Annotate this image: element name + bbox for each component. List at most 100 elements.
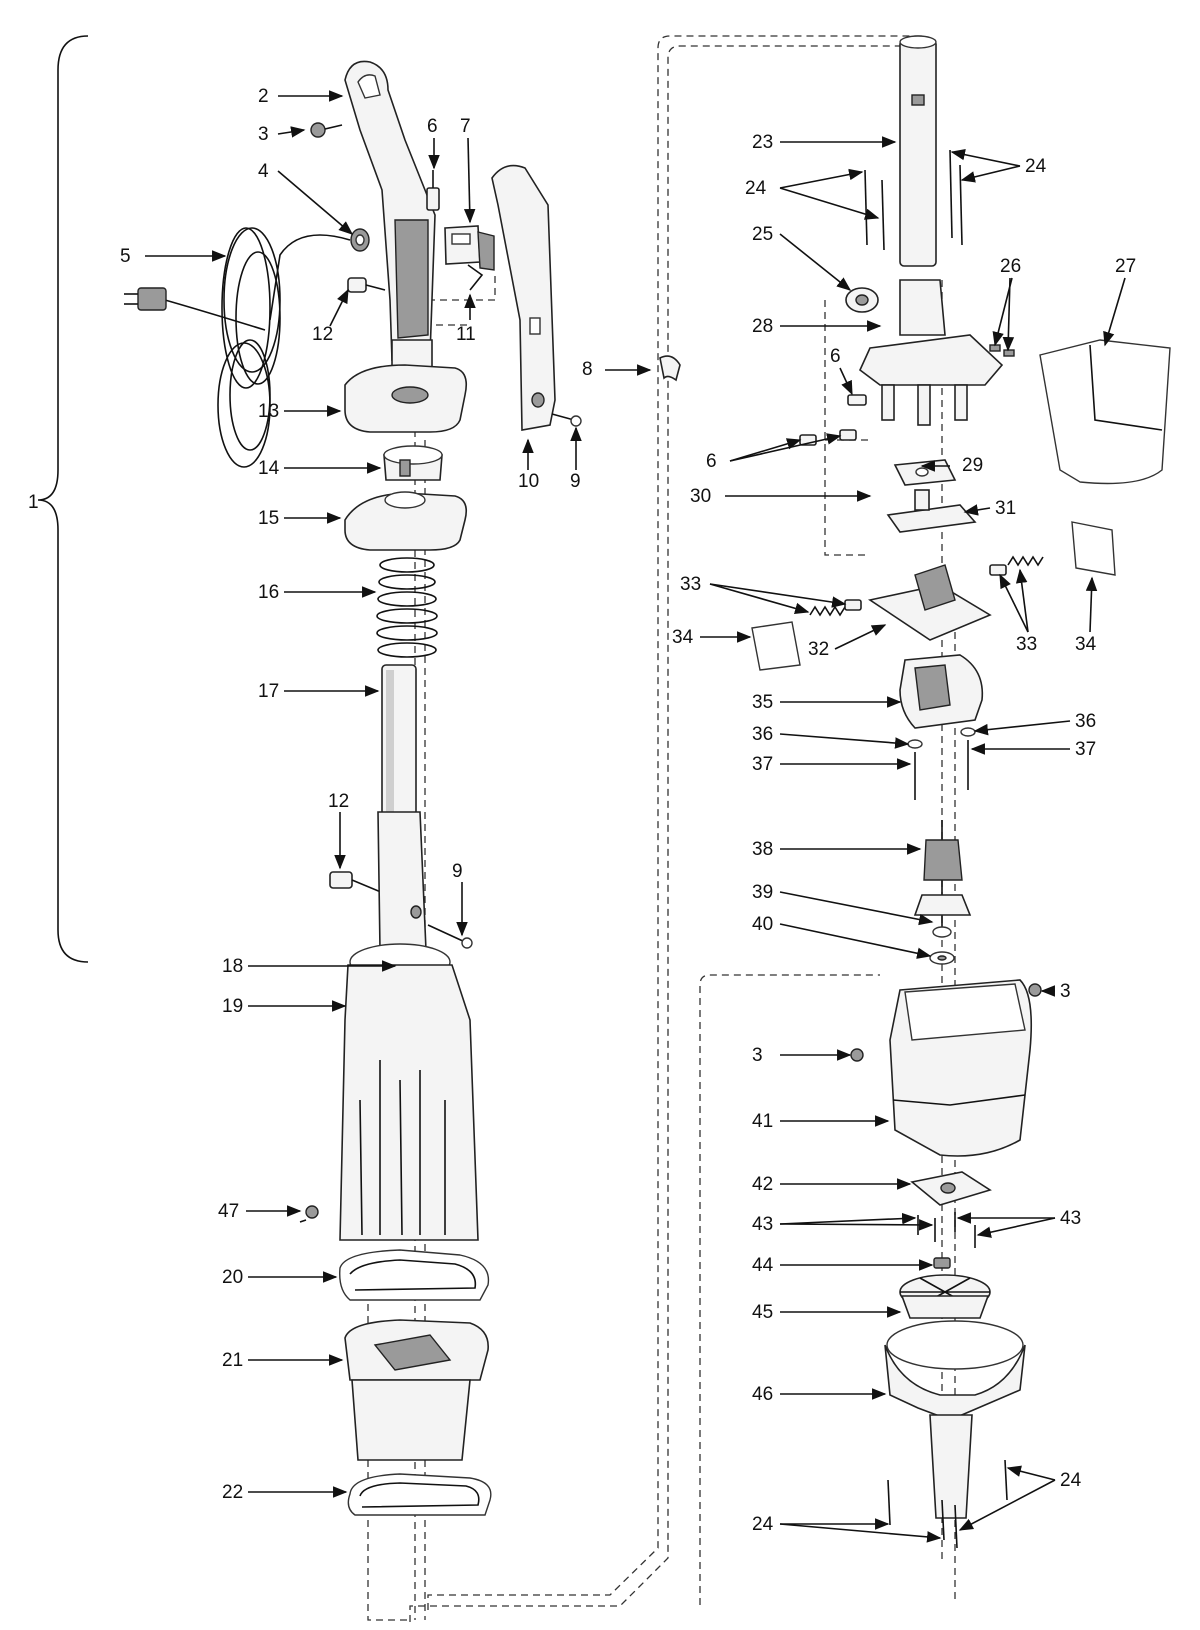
callout-33-left: 33 — [680, 574, 701, 595]
plate-29 — [893, 459, 957, 486]
terminal-6-top — [426, 170, 440, 211]
callout-24-bottom-right: 24 — [1060, 1470, 1082, 1491]
top-cap — [344, 364, 468, 433]
brush-spring-left — [809, 599, 862, 617]
callout-34-left: 34 — [672, 627, 694, 648]
callout-26: 26 — [1000, 256, 1021, 277]
screws-24-top — [864, 149, 963, 251]
leader-line-32 — [1103, 277, 1126, 347]
card-34-left — [751, 621, 801, 671]
callout-leaders — [145, 90, 1126, 1543]
callout-45: 45 — [752, 1302, 773, 1323]
callout-6: 6 — [427, 116, 438, 137]
leader-line-41 — [709, 583, 847, 608]
callout-37-left: 37 — [752, 754, 773, 775]
callout-29: 29 — [962, 455, 983, 476]
callout-10: 10 — [518, 471, 539, 492]
callout-35: 35 — [752, 692, 773, 713]
callout-24-bottom-left: 24 — [752, 1514, 774, 1535]
lower-housing — [344, 1319, 489, 1461]
fan-45 — [899, 1274, 991, 1319]
callout-41: 41 — [752, 1111, 773, 1132]
cord-grommet — [350, 228, 370, 252]
armature — [913, 820, 972, 930]
leader-line-66 — [1006, 1465, 1056, 1481]
handle-cover — [491, 164, 556, 431]
leader-line-29 — [779, 233, 852, 291]
pins-26 — [989, 344, 1015, 357]
callout-15: 15 — [258, 508, 279, 529]
callout-36-left: 36 — [752, 724, 773, 745]
leader-line-60 — [779, 1219, 934, 1231]
screw-3-right — [1028, 983, 1042, 997]
callout-13: 13 — [258, 401, 279, 422]
callout-36-right: 36 — [1075, 711, 1096, 732]
callout-5: 5 — [120, 246, 131, 267]
handle-part — [344, 60, 436, 373]
leader-line-35 — [729, 438, 802, 462]
wire-bracket — [467, 264, 484, 291]
leader-line-67 — [958, 1479, 1056, 1531]
leader-line-39 — [963, 504, 991, 516]
leader-line-45 — [1015, 568, 1029, 633]
leader-line-36 — [729, 433, 842, 462]
callout-3-right: 3 — [1060, 981, 1071, 1002]
callout-25: 25 — [752, 224, 773, 245]
collar — [383, 445, 443, 481]
dashed-right-outline — [699, 974, 880, 1605]
spring — [376, 557, 438, 658]
callout-44: 44 — [752, 1255, 774, 1276]
callout-20: 20 — [222, 1267, 243, 1288]
callout-40: 40 — [752, 914, 773, 935]
leader-line-2 — [277, 170, 354, 235]
assembly-bracket — [37, 35, 89, 963]
leader-line-40 — [709, 583, 810, 614]
leader-line-54 — [779, 923, 932, 959]
callout-23: 23 — [752, 132, 773, 153]
dust-bag — [339, 943, 479, 1241]
leader-line-28 — [960, 165, 1021, 183]
callout-30: 30 — [690, 486, 711, 507]
motor-top-housing — [859, 279, 1004, 426]
leader-line-10 — [329, 288, 349, 327]
lower-tube — [377, 811, 427, 951]
callout-16: 16 — [258, 582, 279, 603]
bushing-25 — [845, 287, 879, 313]
callout-6-lower: 6 — [706, 451, 717, 472]
callout-33-right: 33 — [1016, 634, 1037, 655]
brush-spring-right — [989, 555, 1044, 576]
leader-line-69 — [779, 1523, 942, 1543]
callout-2: 2 — [258, 86, 269, 107]
fan-housing — [889, 979, 1033, 1157]
callout-18: 18 — [222, 956, 243, 977]
callout-7: 7 — [460, 116, 471, 137]
bracket-31 — [886, 489, 977, 533]
dashed-brush-link — [824, 300, 870, 556]
callout-39: 39 — [752, 882, 773, 903]
leader-line-43 — [834, 624, 887, 650]
clamp-ring — [339, 1249, 490, 1301]
leader-line-46 — [1085, 576, 1098, 633]
callout-21: 21 — [222, 1350, 243, 1371]
switch-part — [444, 225, 495, 271]
callout-3: 3 — [258, 124, 269, 145]
screw-9-top — [551, 413, 582, 427]
leader-line-5 — [463, 137, 476, 224]
field-coil — [899, 654, 984, 729]
callout-32: 32 — [808, 639, 829, 660]
callout-11: 11 — [456, 324, 476, 345]
callout-19: 19 — [222, 996, 243, 1017]
callout-43-right: 43 — [1060, 1208, 1081, 1229]
dashed-connection-loop — [427, 35, 933, 1610]
leader-line-53 — [779, 891, 934, 926]
leader-line-34 — [839, 367, 853, 396]
callout-27: 27 — [1115, 256, 1136, 277]
bottom-gasket — [347, 1473, 492, 1516]
callout-46: 46 — [752, 1384, 773, 1405]
base-plate — [344, 491, 468, 551]
motor-cover — [1039, 339, 1171, 485]
screw-12-top — [347, 277, 386, 293]
washer-36-left — [907, 739, 923, 749]
callout-12-lower: 12 — [328, 791, 349, 812]
